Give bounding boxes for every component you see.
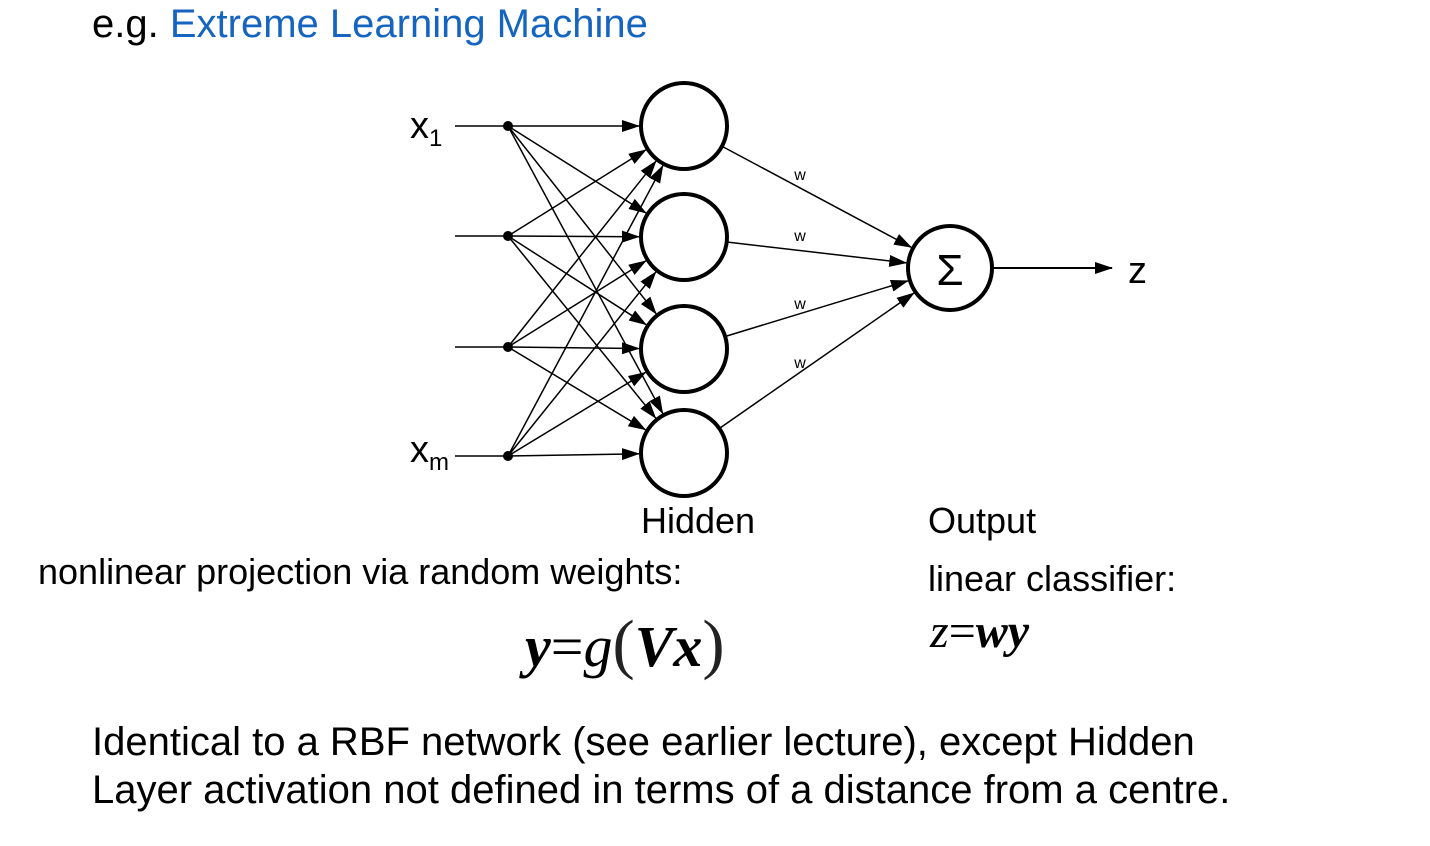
edge-input-1-hidden-4: [507, 125, 664, 415]
input-x1-label: x1: [410, 105, 442, 152]
input-lines: [455, 121, 513, 461]
edge-input-2-hidden-4: [507, 235, 657, 419]
slide-title: e.g. Extreme Learning Machine: [92, 2, 648, 47]
edge-input-2-hidden-3: [507, 235, 647, 326]
eq-hidden-equals: =: [550, 614, 584, 679]
edge-input-2-hidden-2: [507, 230, 641, 243]
eq-hidden-lhs: y: [525, 614, 551, 679]
hidden-equation: y=g(Vx): [525, 607, 725, 683]
input-xm-var: x: [410, 429, 429, 471]
hidden-layer: [639, 81, 729, 498]
input-xm-label: xm: [410, 429, 449, 476]
sum-symbol: Σ: [936, 246, 963, 295]
hidden-layer-description: nonlinear projection via random weights:: [38, 551, 683, 592]
weight-label-3: w: [793, 296, 806, 313]
hidden-node-2: [639, 192, 729, 282]
edge-input-4-hidden-2: [507, 271, 657, 457]
hidden-node-1: [639, 81, 729, 171]
eq-hidden-close-paren: ): [702, 608, 725, 681]
output-node: Σ: [906, 224, 994, 312]
weight-label-1: w: [793, 167, 806, 184]
output-layer-description: linear classifier:: [928, 558, 1177, 599]
footnote: Identical to a RBF network (see earlier …: [92, 718, 1230, 814]
weight-labels: w w w w: [793, 167, 806, 372]
hidden-to-output-connections: [718, 145, 915, 430]
eq-hidden-arg: Vx: [634, 614, 703, 679]
weight-label-2: w: [793, 228, 806, 245]
edge-input-4-hidden-1: [507, 164, 664, 457]
eq-output-rhs: wy: [975, 605, 1030, 658]
edge-hidden-3-output: [724, 280, 909, 338]
output-layer-title: Output: [928, 500, 1037, 541]
footnote-line-1: Identical to a RBF network (see earlier …: [92, 720, 1195, 764]
edge-input-1-hidden-3: [507, 125, 657, 315]
input-x1-var: x: [410, 105, 429, 147]
edge-hidden-4-output: [718, 292, 915, 430]
title-link[interactable]: Extreme Learning Machine: [169, 2, 648, 46]
eq-output-lhs: z: [930, 605, 949, 658]
input-x1-subscript: 1: [429, 125, 442, 152]
edge-input-3-hidden-3: [507, 342, 641, 355]
edge-input-4-hidden-3: [507, 371, 647, 457]
output-equation: z=wy: [930, 604, 1029, 659]
title-prefix: e.g.: [92, 2, 170, 46]
edge-input-3-hidden-1: [507, 160, 657, 348]
output-z-label: z: [1128, 250, 1147, 292]
eq-output-equals: =: [948, 605, 976, 658]
edge-hidden-1-output: [721, 145, 913, 248]
footnote-line-2: Layer activation not defined in terms of…: [92, 768, 1231, 812]
edge-input-1-hidden-2: [507, 125, 647, 214]
eq-hidden-open-paren: (: [612, 608, 635, 681]
eq-hidden-fn: g: [583, 614, 613, 679]
input-to-hidden-connections: [507, 120, 664, 461]
edge-input-3-hidden-2: [507, 260, 647, 348]
edge-input-2-hidden-1: [507, 149, 647, 237]
edge-hidden-2-output: [726, 241, 908, 267]
hidden-node-4: [639, 408, 729, 498]
edge-input-3-hidden-4: [507, 346, 647, 431]
weight-label-4: w: [793, 355, 806, 372]
edge-input-4-hidden-4: [507, 448, 641, 461]
hidden-node-3: [639, 304, 729, 394]
hidden-layer-title: Hidden: [641, 500, 756, 541]
input-xm-subscript: m: [429, 449, 449, 476]
